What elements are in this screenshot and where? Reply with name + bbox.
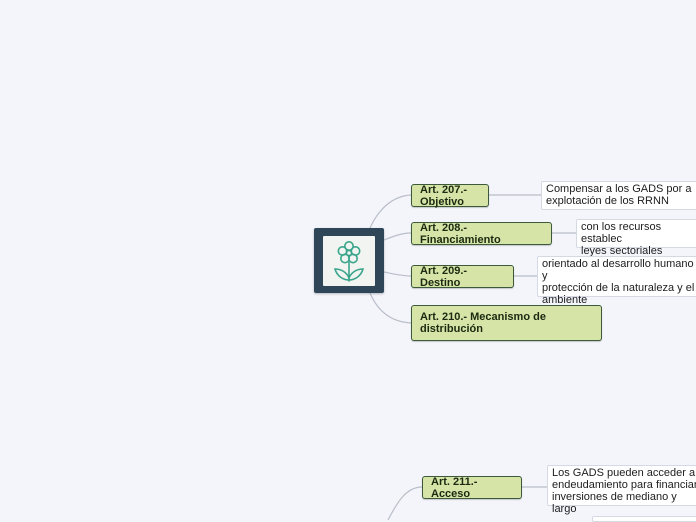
connector-211-parent: [387, 486, 423, 520]
note-art-209: orientado al desarrollo humano y protecc…: [537, 256, 696, 306]
note-art-207: Compensar a los GADS por a explotación d…: [541, 181, 696, 210]
note-art-208: con los recursos establec leyes sectoria…: [576, 219, 696, 257]
node-art-207[interactable]: Art. 207.- Objetivo: [411, 184, 489, 208]
node-art-211[interactable]: Art. 211.- Acceso: [422, 476, 522, 500]
connector-central-210: [369, 292, 412, 324]
next-note-partial: [592, 516, 696, 522]
note-art-211: Los GADS pueden acceder a endeudamiento …: [547, 465, 696, 515]
flower-icon: [333, 241, 365, 282]
node-art-208[interactable]: Art. 208.- Financiamiento: [411, 222, 552, 246]
connector-central-208: [383, 232, 412, 241]
node-art-209[interactable]: Art. 209.- Destino: [411, 265, 514, 289]
connector-central-207: [369, 194, 412, 229]
connector-central-209: [383, 271, 412, 277]
central-image: [323, 236, 375, 286]
central-topic[interactable]: [314, 228, 384, 293]
node-art-210[interactable]: Art. 210.- Mecanismo de distribución: [411, 305, 602, 341]
